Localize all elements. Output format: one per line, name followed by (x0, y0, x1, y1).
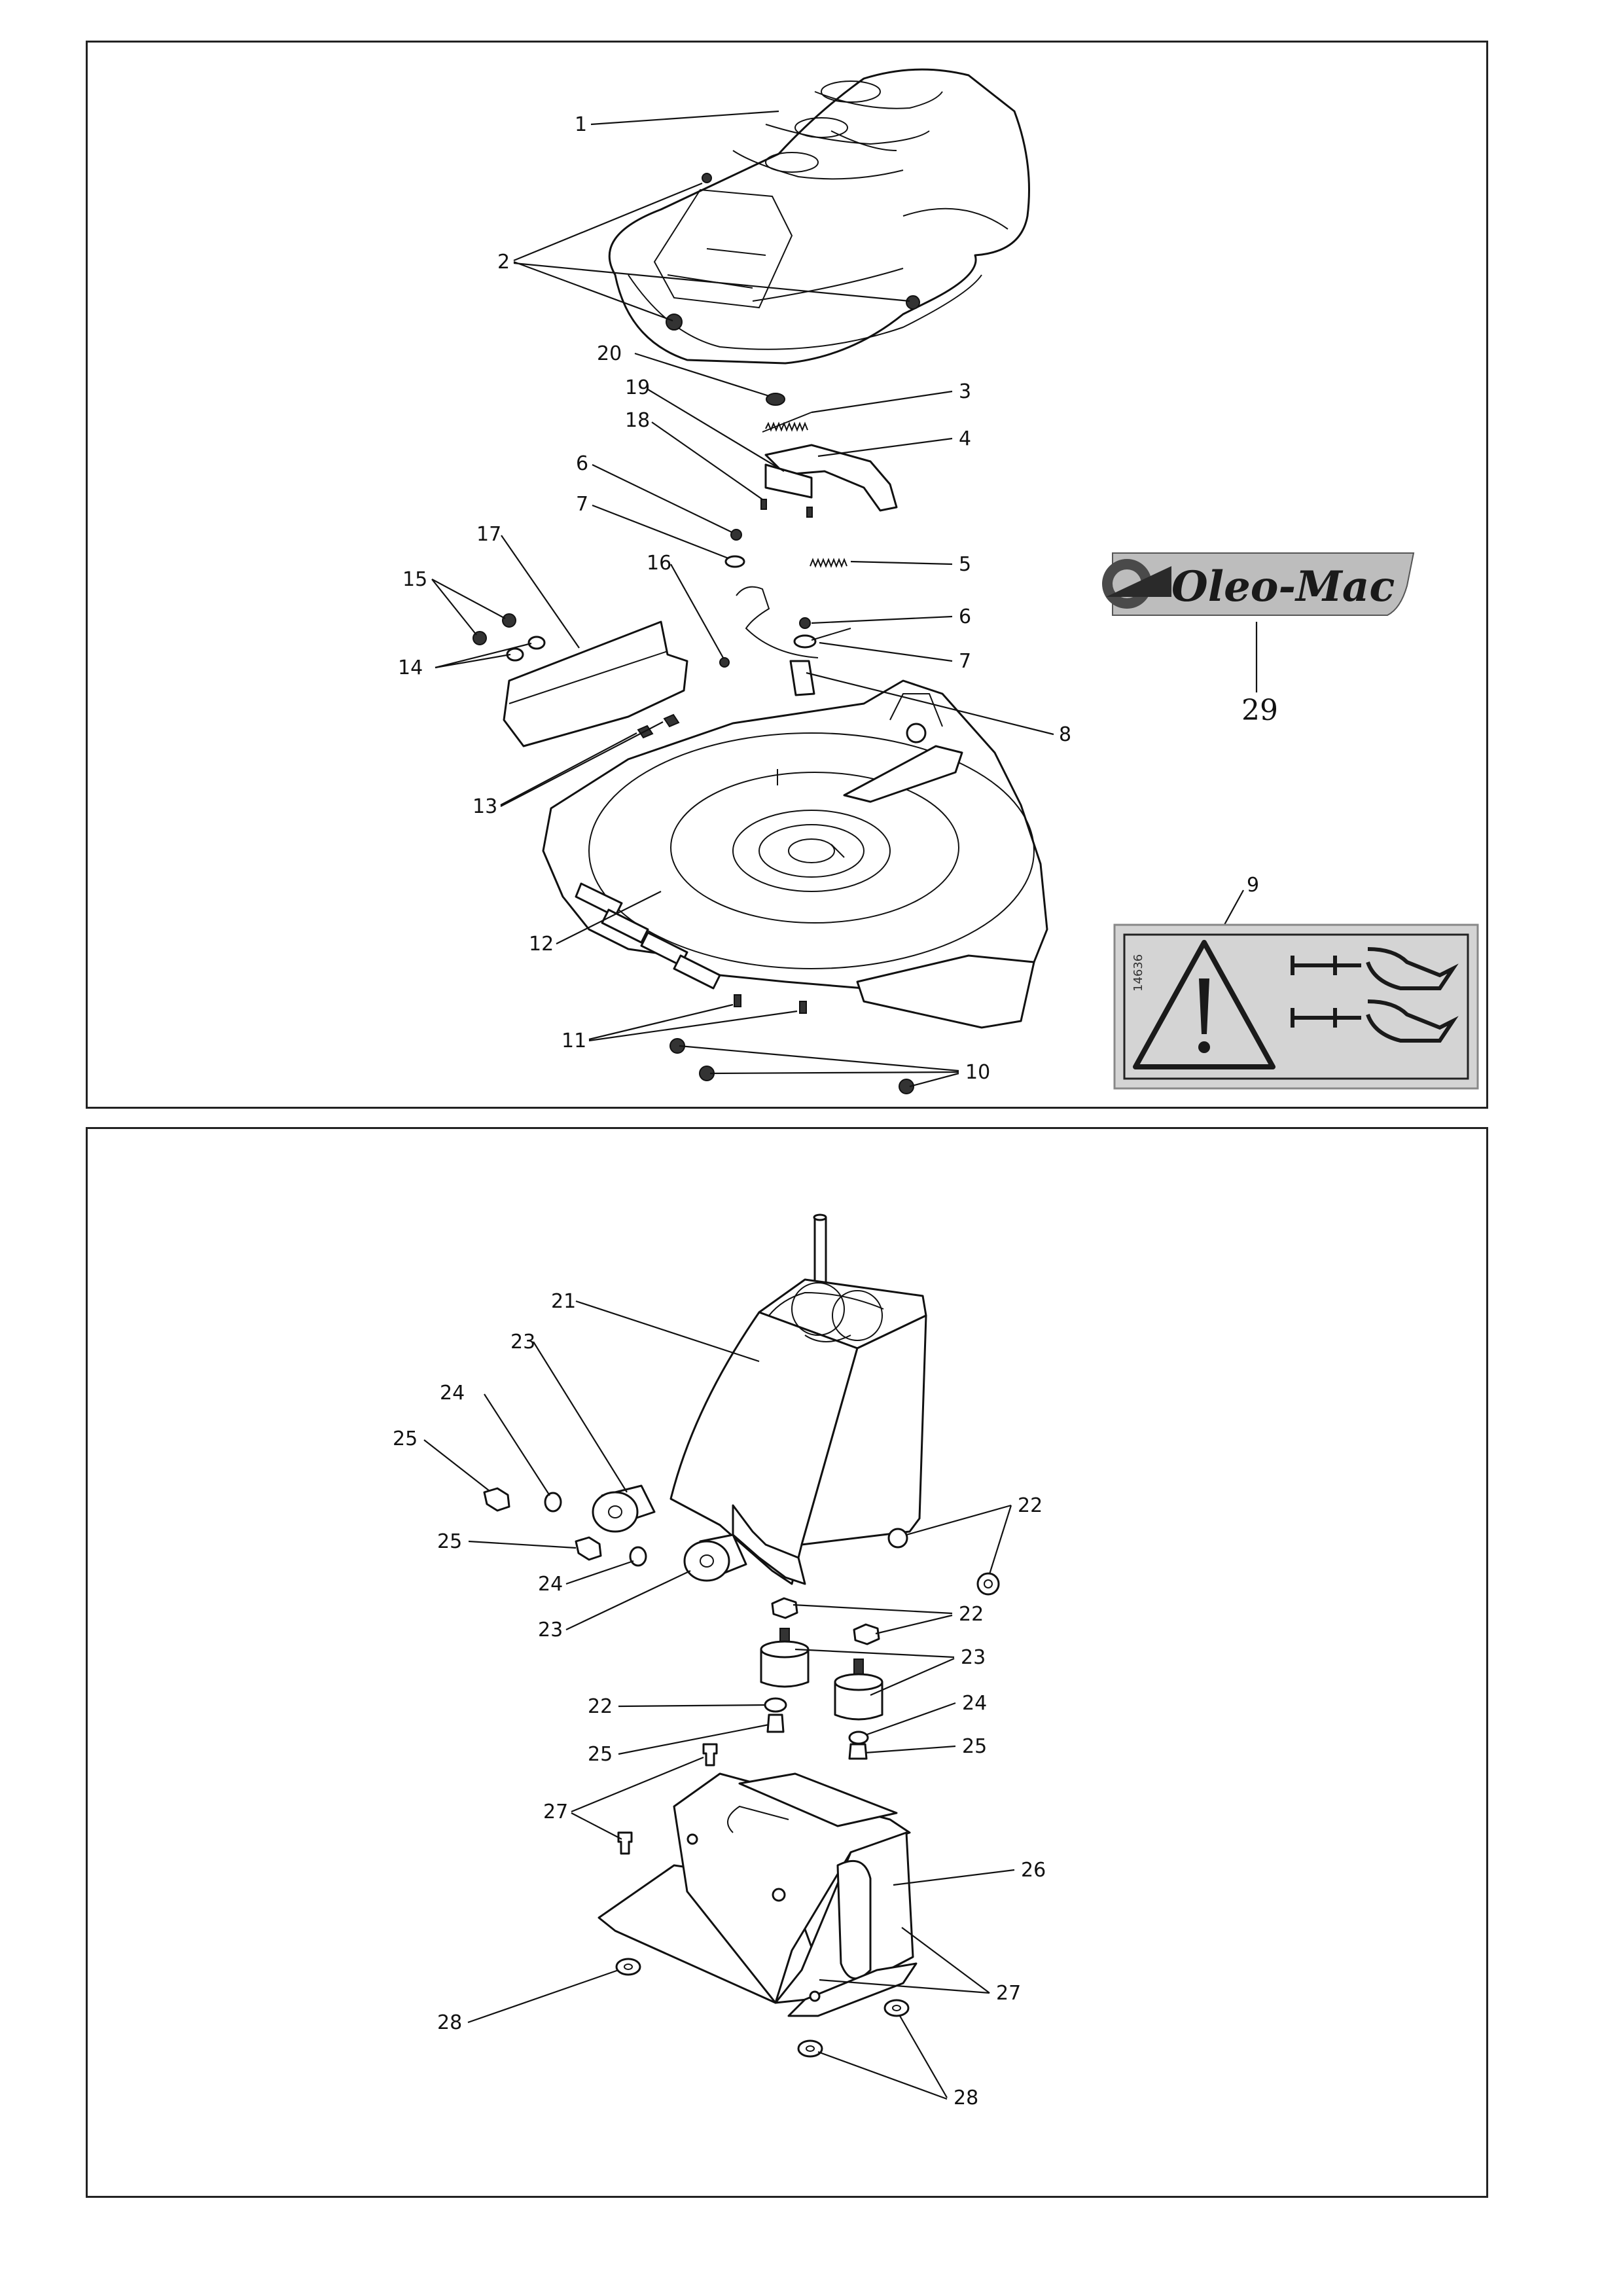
damper-cylinder-part-23-d (834, 1659, 883, 1721)
washer-part-24-c (848, 1731, 869, 1745)
warning-decal: 14636 (1113, 924, 1479, 1090)
callout-17: 17 (476, 523, 501, 546)
callout-29: 29 (1241, 694, 1278, 727)
callout-21: 21 (551, 1290, 576, 1313)
washer-part-24-a (544, 1492, 562, 1513)
bolt-part-10-c (899, 1079, 914, 1094)
callout-25: 25 (393, 1427, 418, 1450)
callout-23-b: 23 (538, 1619, 563, 1641)
nut-part-22-d (853, 1623, 880, 1645)
washer-part-22-b (976, 1572, 1000, 1596)
top-leader-lines (431, 110, 1258, 1088)
callout-24: 24 (440, 1382, 465, 1405)
callout-1: 1 (575, 113, 587, 136)
bottom-leader-lines (423, 1300, 1015, 2100)
callout-22-c: 22 (588, 1695, 613, 1718)
callout-2: 2 (497, 251, 510, 274)
rod-end (811, 628, 851, 641)
callout-25-c: 25 (588, 1743, 613, 1766)
callout-20: 20 (597, 342, 622, 365)
callout-28-b: 28 (954, 2087, 978, 2109)
spring-part-3 (762, 412, 812, 433)
base-bracket-part-26 (597, 1772, 918, 2017)
callout-15: 15 (402, 568, 427, 591)
deflector-part-17 (503, 620, 688, 747)
callout-13: 13 (473, 795, 497, 818)
nut-part-6-b (799, 617, 811, 629)
screw-part-11-a (734, 994, 741, 1007)
oleo-mac-logo: Oleo-Mac (1102, 552, 1415, 616)
callout-11: 11 (562, 1030, 586, 1052)
callout-24-c: 24 (962, 1692, 987, 1715)
washer-part-28-c (797, 2039, 823, 2058)
washer-part-24-b (629, 1546, 647, 1567)
spring-part-5 (810, 558, 847, 568)
decal-code: 14636 (1132, 954, 1145, 992)
callout-7: 7 (576, 493, 588, 516)
washer-part-22-a (887, 1528, 908, 1549)
screws-part-18 (760, 499, 813, 518)
rod-part-16 (736, 586, 819, 658)
washer-part-14-b (527, 636, 546, 650)
callout-28: 28 (437, 2011, 462, 2034)
washer-part-28-b (883, 1999, 910, 2017)
callout-23: 23 (510, 1331, 535, 1354)
callout-24-b: 24 (538, 1573, 563, 1596)
nut-part-22-c (771, 1597, 798, 1619)
hand-warning-icon (1291, 947, 1459, 1043)
callout-4: 4 (959, 427, 971, 450)
nut-part-25-d (848, 1743, 868, 1760)
deck-part-12 (542, 679, 1048, 1029)
callout-26: 26 (1021, 1859, 1046, 1882)
nut-part-25-b (575, 1536, 602, 1561)
bracket-part-8 (789, 660, 815, 696)
callout-6-b: 6 (959, 605, 971, 628)
callout-23-c: 23 (961, 1646, 986, 1669)
washer-part-7-b (793, 634, 817, 649)
hood-cover (608, 68, 1030, 365)
washer-part-22-e (764, 1697, 787, 1713)
bolt-part-13-b (663, 713, 680, 728)
washer-part-7 (724, 555, 745, 568)
nut-part-6 (730, 529, 742, 541)
callout-22-b: 22 (959, 1603, 984, 1626)
nut-part-15-b (502, 613, 516, 628)
warning-triangle-icon (1133, 940, 1275, 1069)
damper-part-23-a (592, 1484, 656, 1533)
callout-18: 18 (625, 409, 650, 432)
callout-16: 16 (647, 552, 671, 575)
screw-part-11-b (799, 1001, 807, 1014)
callout-12: 12 (529, 933, 554, 956)
callout-8: 8 (1059, 723, 1071, 746)
washer-part-28-a (615, 1958, 641, 1976)
callout-25-d: 25 (962, 1735, 987, 1758)
callout-19: 19 (625, 376, 650, 399)
callout-9: 9 (1247, 874, 1259, 897)
bolt-part-27-b (617, 1831, 633, 1855)
callout-14: 14 (398, 656, 423, 679)
callout-25-b: 25 (437, 1530, 462, 1553)
callout-27: 27 (543, 1801, 568, 1823)
pin-part-16 (719, 657, 730, 668)
damper-part-23-b (683, 1534, 747, 1582)
bolt-part-27-a (702, 1743, 718, 1767)
callout-10: 10 (965, 1061, 990, 1084)
logo-text: Oleo-Mac (1171, 562, 1395, 611)
callout-5: 5 (959, 553, 971, 576)
chute-housing-part-21 (669, 1213, 927, 1585)
callout-27-b: 27 (996, 1982, 1021, 2005)
callout-22: 22 (1018, 1494, 1043, 1517)
callout-3: 3 (959, 380, 971, 403)
callout-6: 6 (576, 452, 588, 475)
nut-part-25-a (483, 1487, 510, 1512)
nut-part-25-c (766, 1713, 785, 1733)
callout-7-b: 7 (959, 650, 971, 673)
washer-part-20 (766, 393, 785, 406)
bracket-part-19 (764, 463, 813, 499)
damper-cylinder-part-23-c (760, 1628, 810, 1688)
